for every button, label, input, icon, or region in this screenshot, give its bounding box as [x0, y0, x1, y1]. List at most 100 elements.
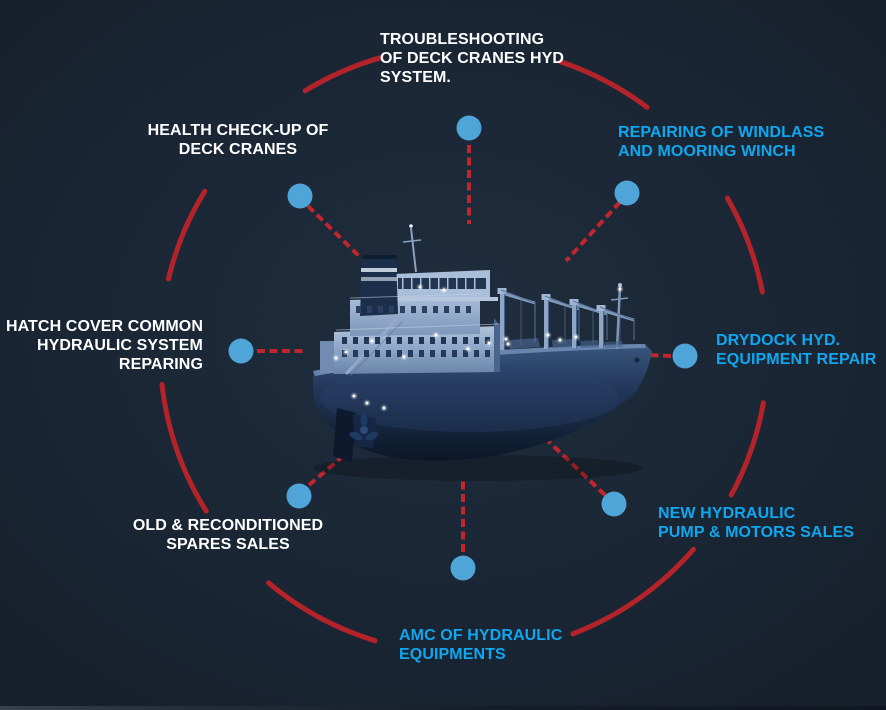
connector-lines: [257, 145, 672, 552]
crane-stay-cable: [599, 306, 635, 321]
ring-arc: [558, 59, 650, 110]
ship-window: [419, 337, 424, 344]
ship-window: [389, 306, 394, 313]
crane-head: [541, 294, 551, 300]
ship-window: [367, 306, 372, 313]
connector-top-right: [564, 200, 622, 263]
bridge-window-mullion: [411, 278, 413, 289]
ship-window: [430, 350, 435, 357]
ship-window: [452, 350, 457, 357]
ship-light: [370, 339, 374, 343]
connector-top-left: [306, 204, 363, 260]
crane-head: [497, 288, 507, 294]
ship-window: [397, 337, 402, 344]
ship-window: [364, 337, 369, 344]
bridge-window-mullion: [402, 278, 404, 289]
connector-bottom-left: [307, 455, 344, 487]
node-dot-bottom: [450, 555, 476, 581]
node-dot-top-right: [614, 180, 640, 206]
ship-window: [433, 306, 438, 313]
ship-window: [485, 350, 490, 357]
ship-window: [474, 350, 479, 357]
crane-head: [569, 299, 579, 305]
ship-light: [402, 355, 406, 359]
connector-bottom-right: [543, 436, 607, 497]
ship-light: [382, 406, 386, 410]
node-dots: [228, 115, 698, 581]
ship-window: [356, 306, 361, 313]
ship-window: [430, 337, 435, 344]
ship-window: [485, 337, 490, 344]
ship-window: [353, 337, 358, 344]
ship-light: [352, 394, 356, 398]
bottom-edge-strip: [0, 706, 886, 710]
bridge-window-mullion: [420, 278, 422, 289]
ship-window: [408, 350, 413, 357]
crane-stay-cable: [500, 289, 536, 304]
service-label-top-right: REPAIRING OF WINDLASS AND MOORING WINCH: [618, 124, 825, 160]
ship-window: [386, 337, 391, 344]
ship-window: [452, 337, 457, 344]
ship-window: [342, 350, 347, 357]
ring-arc: [570, 546, 696, 637]
ship-window: [419, 350, 424, 357]
node-dot-top: [456, 115, 482, 141]
service-label-top-left: HEALTH CHECK-UP OF DECK CRANES: [147, 122, 329, 158]
service-label-bottom-right: NEW HYDRAULIC PUMP & MOTORS SALES: [658, 505, 855, 541]
ship-window: [397, 350, 402, 357]
ship-window: [422, 306, 427, 313]
ship-window: [411, 306, 416, 313]
service-label-left: HATCH COVER COMMON HYDRAULIC SYSTEM REPA…: [5, 318, 203, 373]
ship-light: [506, 342, 510, 346]
ring-arc: [302, 55, 383, 94]
ship-window: [441, 350, 446, 357]
dashed-circle-ring: [159, 55, 766, 644]
ring-arc: [159, 381, 209, 514]
ship-window: [474, 337, 479, 344]
ship-light: [487, 341, 491, 345]
ship-light: [546, 333, 550, 337]
connector-right: [647, 353, 672, 358]
ship-light: [574, 335, 578, 339]
ship-light: [344, 350, 348, 354]
ship-window: [364, 350, 369, 357]
ship-window: [378, 306, 383, 313]
ship-window: [342, 337, 347, 344]
ship-light: [418, 285, 422, 289]
cargo-ship-illustration: [313, 224, 652, 481]
node-dot-left: [228, 338, 254, 364]
ring-arc: [266, 580, 378, 644]
bridge-window-mullion: [465, 278, 467, 289]
ring-arc: [165, 188, 208, 282]
ship-window: [466, 306, 471, 313]
ship-light: [434, 333, 438, 337]
ship-window: [375, 350, 380, 357]
ship-light: [466, 347, 470, 351]
ship-light: [334, 356, 338, 360]
bridge-window-mullion: [474, 278, 476, 289]
ship-light: [442, 288, 446, 292]
ship-window: [400, 306, 405, 313]
ship-window: [463, 337, 468, 344]
bridge-window-mullion: [438, 278, 440, 289]
service-label-right: DRYDOCK HYD. EQUIPMENT REPAIR: [716, 332, 877, 368]
ship-window: [455, 306, 460, 313]
ship-window: [408, 337, 413, 344]
bridge-window-mullion: [429, 278, 431, 289]
service-label-bottom: AMC OF HYDRAULIC EQUIPMENTS: [399, 627, 563, 663]
ship-light: [504, 337, 508, 341]
node-dot-bottom-right: [601, 491, 627, 517]
node-dot-top-left: [287, 183, 313, 209]
node-dot-right: [672, 343, 698, 369]
node-dot-bottom-left: [286, 483, 312, 509]
ship-window: [386, 350, 391, 357]
bridge-window-mullion: [447, 278, 449, 289]
ship-light: [365, 401, 369, 405]
bridge-window-mullion: [456, 278, 458, 289]
ship-light: [618, 287, 622, 291]
service-label-bottom-left: OLD & RECONDITIONED SPARES SALES: [132, 517, 324, 553]
ring-arc: [724, 195, 765, 295]
ship-window: [444, 306, 449, 313]
